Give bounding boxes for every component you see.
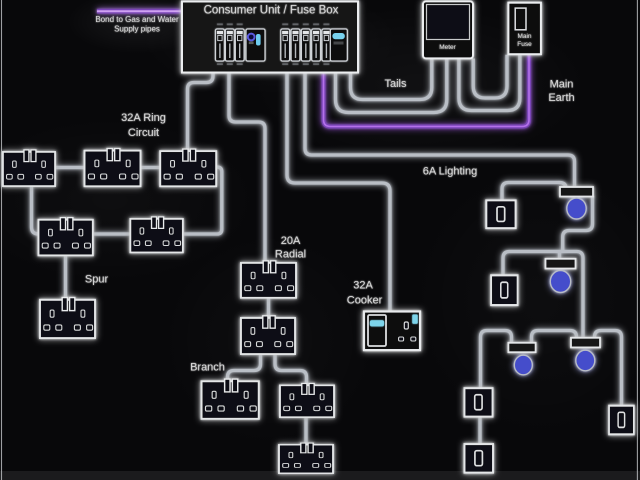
svg-text:Meter: Meter bbox=[439, 44, 456, 51]
svg-text:Consumer Unit / Fuse Box: Consumer Unit / Fuse Box bbox=[204, 5, 339, 17]
svg-text:Branch: Branch bbox=[190, 362, 225, 374]
svg-text:Main: Main bbox=[550, 79, 574, 91]
svg-text:Cooker: Cooker bbox=[347, 295, 383, 307]
svg-text:Bond to Gas and Water: Bond to Gas and Water bbox=[95, 15, 179, 24]
svg-text:Fuse: Fuse bbox=[517, 41, 532, 48]
svg-text:Main: Main bbox=[517, 33, 531, 40]
svg-text:6A Lighting: 6A Lighting bbox=[423, 166, 477, 178]
svg-text:Radial: Radial bbox=[275, 249, 306, 261]
svg-text:32A: 32A bbox=[353, 280, 373, 292]
svg-text:Spur: Spur bbox=[85, 274, 109, 286]
svg-text:Tails: Tails bbox=[384, 78, 407, 90]
svg-text:32A Ring: 32A Ring bbox=[121, 112, 166, 124]
svg-text:Earth: Earth bbox=[548, 92, 574, 104]
svg-text:Circuit: Circuit bbox=[128, 127, 159, 139]
svg-text:Supply pipes: Supply pipes bbox=[114, 25, 160, 34]
svg-text:20A: 20A bbox=[281, 235, 301, 247]
